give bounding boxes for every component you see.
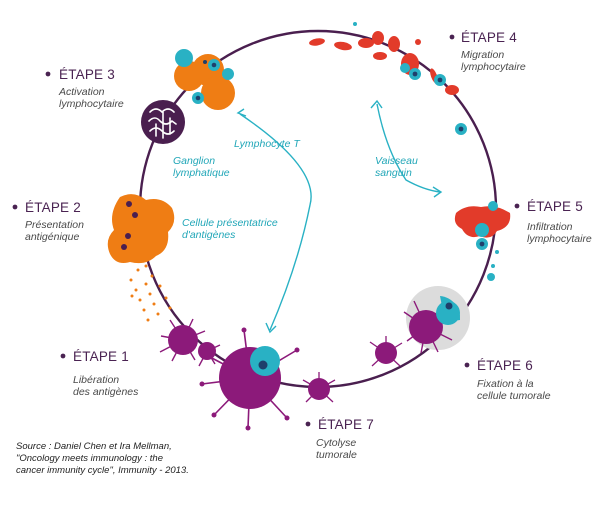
stage-7-desc-line2: tumorale [316,449,357,461]
source-line1: Source : Daniel Chen et Ira Mellman, [16,441,172,452]
stage-7-label: ÉTAPE 7 Cytolyse tumorale [305,417,374,461]
t-cell-path-arrow [236,108,312,334]
source-line3: cancer immunity cycle", Immunity - 2013. [16,465,189,476]
blood-vessel-label-line1: Vaisseau [375,155,418,167]
stage-2-title: ÉTAPE 2 [25,200,81,215]
vessel-infiltration [454,201,511,281]
antigen-presenting-cell [107,194,175,322]
stage-5-desc-line2: lymphocytaire [527,233,592,245]
stage-4-desc-line2: lymphocytaire [461,61,526,73]
lymph-node-icon [141,100,185,144]
stage-7-title: ÉTAPE 7 [318,417,374,432]
lymph-node-activation [174,49,235,110]
stage-1-title: ÉTAPE 1 [73,349,129,364]
stage-5-title: ÉTAPE 5 [527,199,583,214]
stage-3-label: ÉTAPE 3 Activation lymphocytaire [45,67,124,110]
lymph-node-label-line1: Ganglion [173,155,215,167]
stage-3-desc-line2: lymphocytaire [59,98,124,110]
small-tumor-cell-bottom [302,372,336,403]
vessel-arrow [370,99,443,198]
stage-3-desc-line1: Activation [58,86,105,98]
stage-1-label: ÉTAPE 1 Libération des antigènes [60,349,139,398]
small-tumor-cell-right [369,336,403,367]
stage-2-desc-line1: Présentation [25,219,84,231]
stage-4-label: ÉTAPE 4 Migration lymphocytaire [449,30,526,73]
migrating-lymphocytes [353,22,467,135]
fixation-tumor-cell [403,286,470,354]
source-line2: "Oncology meets immunology : the [16,453,163,464]
stage-6-desc-line1: Fixation à la [477,378,534,390]
stage-3-title: ÉTAPE 3 [59,67,115,82]
stage-1-desc-line2: des antigènes [73,386,139,398]
stage-5-desc-line1: Infiltration [527,221,573,233]
antigen-release-cells [159,318,221,367]
stage-6-label: ÉTAPE 6 Fixation à la cellule tumorale [464,358,551,402]
t-cell-label: Lymphocyte T [234,138,301,150]
stage-4-desc-line1: Migration [461,49,504,61]
blood-vessel-label-line2: sanguin [375,167,412,179]
stage-6-title: ÉTAPE 6 [477,358,533,373]
stage-6-desc-line2: cellule tumorale [477,390,551,402]
red-blood-cells [309,31,459,95]
apc-label-line2: d'antigènes [182,229,236,241]
lymph-node-label-line2: lymphatique [173,167,230,179]
apc-label-line1: Cellule présentatrice [182,217,278,229]
stage-5-label: ÉTAPE 5 Infiltration lymphocytaire [514,199,592,245]
large-tumor-cell [199,327,300,431]
stage-1-desc-line1: Libération [73,374,119,386]
stage-7-desc-line1: Cytolyse [316,437,356,449]
stage-2-label: ÉTAPE 2 Présentation antigénique [12,200,84,243]
stage-4-title: ÉTAPE 4 [461,30,517,45]
stage-2-desc-line2: antigénique [25,231,79,243]
